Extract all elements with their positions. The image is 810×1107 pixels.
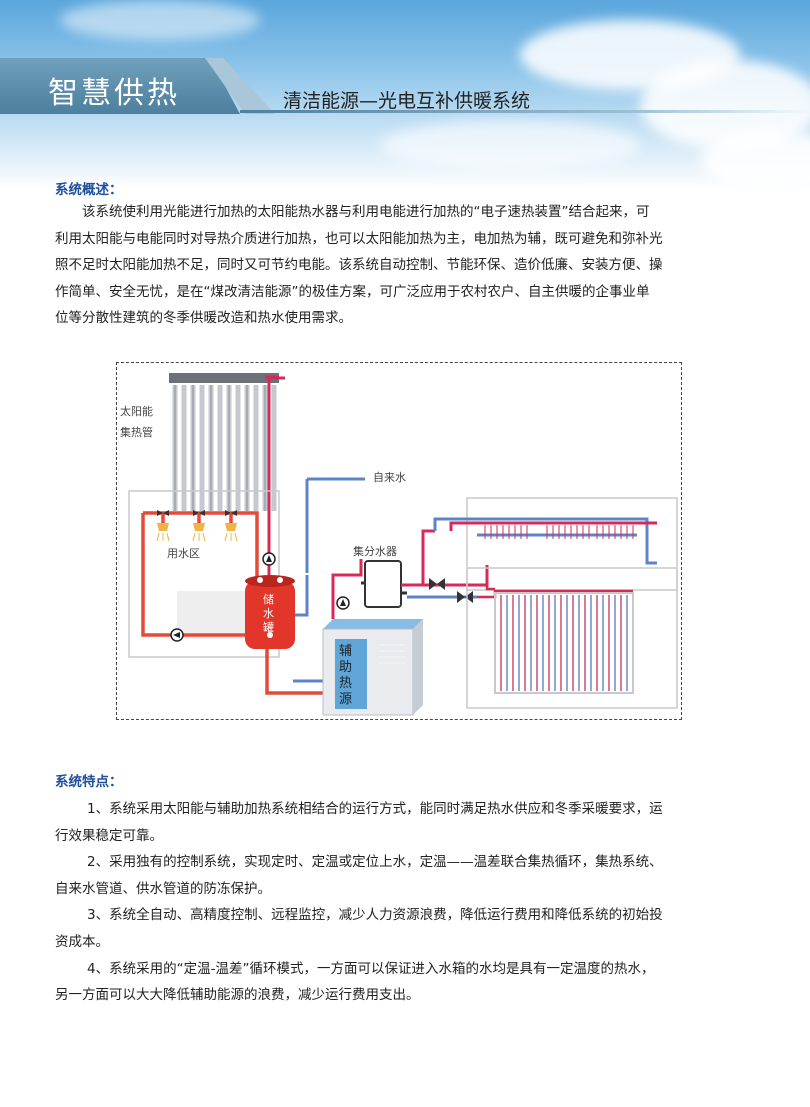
supply-valves — [429, 578, 473, 603]
sky-background — [0, 0, 810, 190]
solar-label-1: 太阳能 — [120, 404, 153, 418]
solar-label-2: 集热管 — [120, 425, 153, 439]
page-subtitle: 清洁能源—光电互补供暖系统 — [283, 90, 531, 112]
aux-label-3: 热 — [339, 676, 352, 691]
aux-loop — [265, 649, 323, 695]
aux-hot-pipe — [331, 559, 363, 619]
overview-line: 利用太阳能与电能同时对导热介质进行加热，也可以太阳能加热为主，电加热为辅，既可避… — [55, 230, 663, 247]
aux-label-2: 助 — [339, 660, 352, 675]
shower-heads — [156, 523, 238, 542]
feature-item: 3、系统全自动、高精度控制、远程监控，减少人力资源浪费，降低运行费用和降低系统的… — [55, 902, 757, 955]
pump-icon — [170, 628, 184, 642]
system-diagram-svg: 太阳能 集热管 — [120, 373, 678, 716]
page-title: 智慧供热 — [48, 76, 180, 111]
water-area-label: 用水区 — [167, 547, 200, 560]
floor-heating-coils — [494, 592, 634, 694]
overview-paragraph: 该系统使利用光能进行加热的太阳能热水器与利用电能进行加热的“电子速热装置”结合起… — [55, 199, 755, 332]
tank-label-3: 罐 — [263, 621, 274, 634]
feature-line: 4、系统采用的“定温-温差”循环模式，一方面可以保证进入水箱的水均是具有一定温度… — [87, 960, 655, 977]
usage-valves — [157, 510, 237, 516]
feature-line: 行效果稳定可靠。 — [55, 827, 163, 844]
storage-tank — [245, 575, 295, 649]
overview-line: 照不足时太阳能加热不足，同时又可节约电能。该系统自动控制、节能环保、造价低廉、安… — [55, 257, 663, 274]
tank-label-2: 水 — [263, 607, 274, 620]
usage-loop — [141, 511, 259, 637]
manifold — [361, 560, 407, 608]
feature-line: 3、系统全自动、高精度控制、远程监控，减少人力资源浪费，降低运行费用和降低系统的… — [87, 907, 663, 924]
aux-heater — [322, 619, 423, 716]
manifold-label: 集分水器 — [353, 544, 397, 558]
solar-collector — [169, 373, 279, 511]
feature-line: 另一方面可以大大降低辅助能源的浪费，减少运行费用支出。 — [55, 987, 420, 1004]
overview-line: 该系统使利用光能进行加热的太阳能热水器与利用电能进行加热的“电子速热装置”结合起… — [82, 204, 650, 220]
aux-label-1: 辅 — [339, 644, 352, 659]
overview-heading: 系统概述： — [55, 182, 123, 198]
feature-item: 2、采用独有的控制系统，实现定时、定温或定位上水，定温——温差联合集热循环，集热… — [55, 849, 757, 902]
building-outline — [128, 490, 280, 658]
tank-label-1: 储 — [263, 592, 274, 606]
floor-room-lower — [466, 567, 678, 709]
features-list: 1、系统采用太阳能与辅助加热系统相结合的运行方式，能同时满足热水供应和冬季采暖要… — [55, 796, 757, 1009]
overview-line: 作简单、安全无忧，是在“煤改清洁能源”的极佳方案，可广泛应用于农村农户、自主供暖… — [55, 283, 650, 300]
features-heading: 系统特点： — [55, 774, 123, 790]
overview-line: 位等分散性建筑的冬季供暖改造和热水使用需求。 — [55, 310, 352, 327]
feature-item: 4、系统采用的“定温-温差”循环模式，一方面可以保证进入水箱的水均是具有一定温度… — [55, 956, 757, 1009]
radiator-fins-upper — [484, 525, 634, 539]
feature-line: 2、采用独有的控制系统，实现定时、定温或定位上水，定温——温差联合集热循环，集热… — [87, 854, 663, 871]
tap-water-label: 自来水 — [373, 471, 406, 484]
header-divider — [240, 110, 810, 113]
feature-line: 资成本。 — [55, 933, 109, 950]
feature-line: 自来水管道、供水管道的防冻保护。 — [55, 880, 271, 897]
pump-icon — [336, 596, 350, 610]
feature-item: 1、系统采用太阳能与辅助加热系统相结合的运行方式，能同时满足热水供应和冬季采暖要… — [55, 796, 757, 849]
system-diagram: 太阳能 集热管 — [116, 362, 682, 720]
feature-line: 1、系统采用太阳能与辅助加热系统相结合的运行方式，能同时满足热水供应和冬季采暖要… — [87, 801, 663, 817]
aux-label-4: 源 — [339, 692, 352, 707]
radiator-loop-upper — [433, 517, 657, 565]
pump-icon — [262, 552, 276, 566]
title-banner — [0, 58, 240, 114]
